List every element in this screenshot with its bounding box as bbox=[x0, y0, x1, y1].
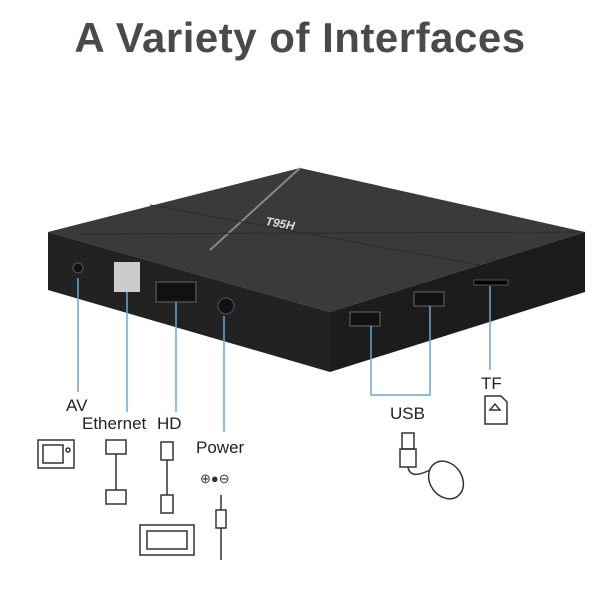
box-right bbox=[330, 232, 585, 372]
logo: T95H bbox=[264, 214, 296, 233]
dc-power-plug-icon: ⊕●⊖ bbox=[200, 471, 230, 560]
tf-slot bbox=[473, 279, 509, 286]
ethernet-cable-icon bbox=[105, 439, 127, 505]
sd-card-icon bbox=[484, 395, 508, 425]
usb-mouse-icon bbox=[399, 432, 465, 500]
port-label-ethernet: Ethernet bbox=[82, 414, 147, 433]
hdmi-port bbox=[155, 281, 197, 303]
port-label-hd: HD bbox=[157, 414, 182, 433]
box-top bbox=[48, 168, 585, 312]
hdmi-cable-icon bbox=[139, 441, 195, 556]
ethernet-port bbox=[114, 262, 140, 292]
tv-icon bbox=[37, 439, 75, 469]
av-port bbox=[72, 262, 84, 274]
port-label-usb: USB bbox=[390, 404, 425, 423]
usb-port-1 bbox=[349, 311, 381, 327]
port-label-av: AV bbox=[66, 396, 88, 415]
power-port bbox=[217, 297, 235, 315]
usb-port-2 bbox=[413, 291, 445, 307]
port-label-tf: TF bbox=[481, 374, 502, 393]
svg-text:⊕●⊖: ⊕●⊖ bbox=[200, 471, 230, 486]
page-title: A Variety of Interfaces bbox=[74, 14, 526, 61]
port-label-power: Power bbox=[196, 438, 245, 457]
